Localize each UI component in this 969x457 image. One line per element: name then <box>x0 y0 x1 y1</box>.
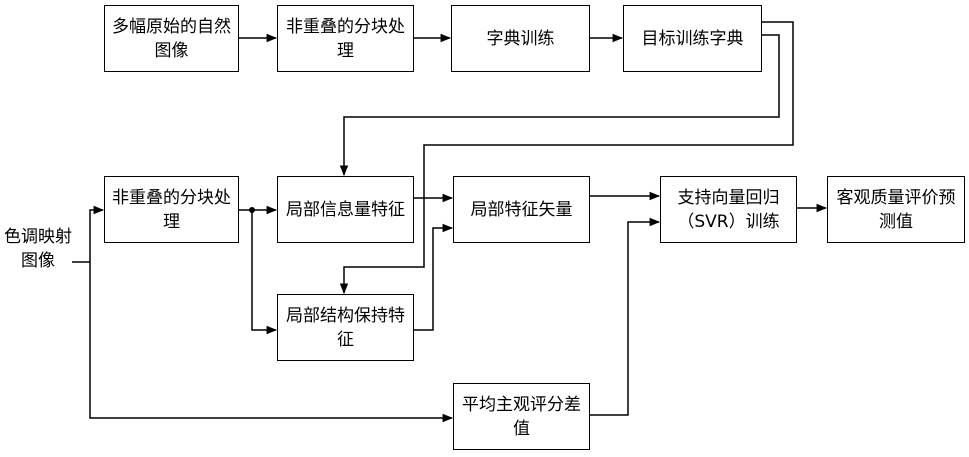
input-label: 色调映射 图像 <box>2 225 74 273</box>
node-feature-vector: 局部特征矢量 <box>453 176 590 243</box>
node-block-top: 非重叠的分块处理 <box>277 5 414 72</box>
arrow-mos-to-svr <box>590 222 659 415</box>
node-source-images: 多幅原始的自然图像 <box>104 5 239 72</box>
node-dict-training: 字典训练 <box>451 5 590 72</box>
node-prediction: 客观质量评价预测值 <box>827 176 965 243</box>
node-block-mid: 非重叠的分块处理 <box>104 176 239 243</box>
node-mos: 平均主观评分差值 <box>453 383 590 450</box>
arrow-struct-to-vector <box>414 228 452 330</box>
arrow-input-to-block <box>90 210 103 262</box>
branch-junction <box>249 207 255 213</box>
node-target-dict: 目标训练字典 <box>623 5 762 72</box>
arrow-branch-to-struct <box>252 210 276 330</box>
node-svr: 支持向量回归（SVR）训练 <box>660 176 797 243</box>
node-local-struct: 局部结构保持特征 <box>277 294 414 361</box>
node-local-info: 局部信息量特征 <box>277 176 414 243</box>
